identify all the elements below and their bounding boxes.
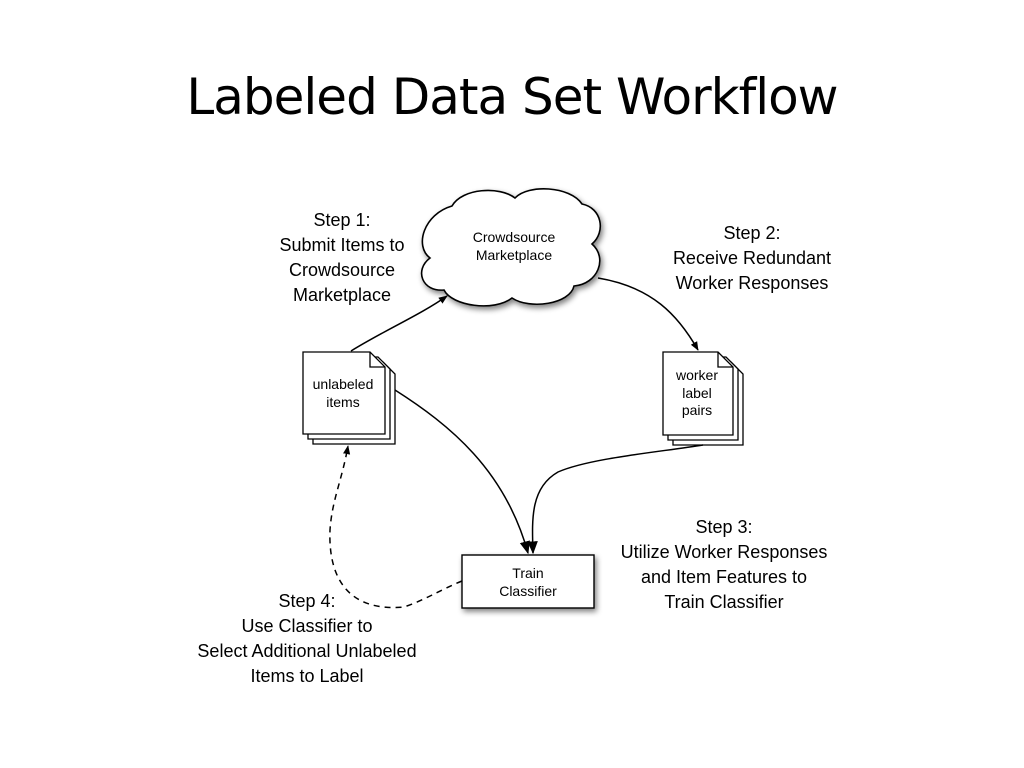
step4-label: Step 4: Use Classifier to Select Additio… [197, 591, 417, 686]
marketplace-label: Crowdsource Marketplace [472, 229, 556, 263]
arrow-unlabeled-to-classifier [394, 389, 530, 555]
worker-label-pairs-stack [662, 351, 744, 446]
slide-title: Labeled Data Set Workflow [186, 68, 838, 126]
crowdsource-marketplace-cloud [420, 188, 602, 307]
arrow-pairs-to-classifier [527, 444, 704, 555]
step2-label: Step 2: Receive Redundant Worker Respons… [672, 223, 832, 293]
worker-label-pairs-label: worker label pairs [675, 367, 718, 418]
arrow-step1 [350, 295, 448, 352]
arrow-step2 [597, 277, 699, 351]
arrow-step4-dashed [329, 445, 463, 609]
step1-label: Step 1: Submit Items to Crowdsource Mark… [279, 210, 405, 305]
train-classifier-label: Train Classifier [499, 565, 557, 599]
step3-label: Step 3: Utilize Worker Responses and Ite… [620, 517, 828, 612]
train-classifier-box [461, 554, 595, 609]
unlabeled-items-stack [302, 351, 396, 445]
unlabeled-items-label: unlabeled items [312, 376, 374, 410]
